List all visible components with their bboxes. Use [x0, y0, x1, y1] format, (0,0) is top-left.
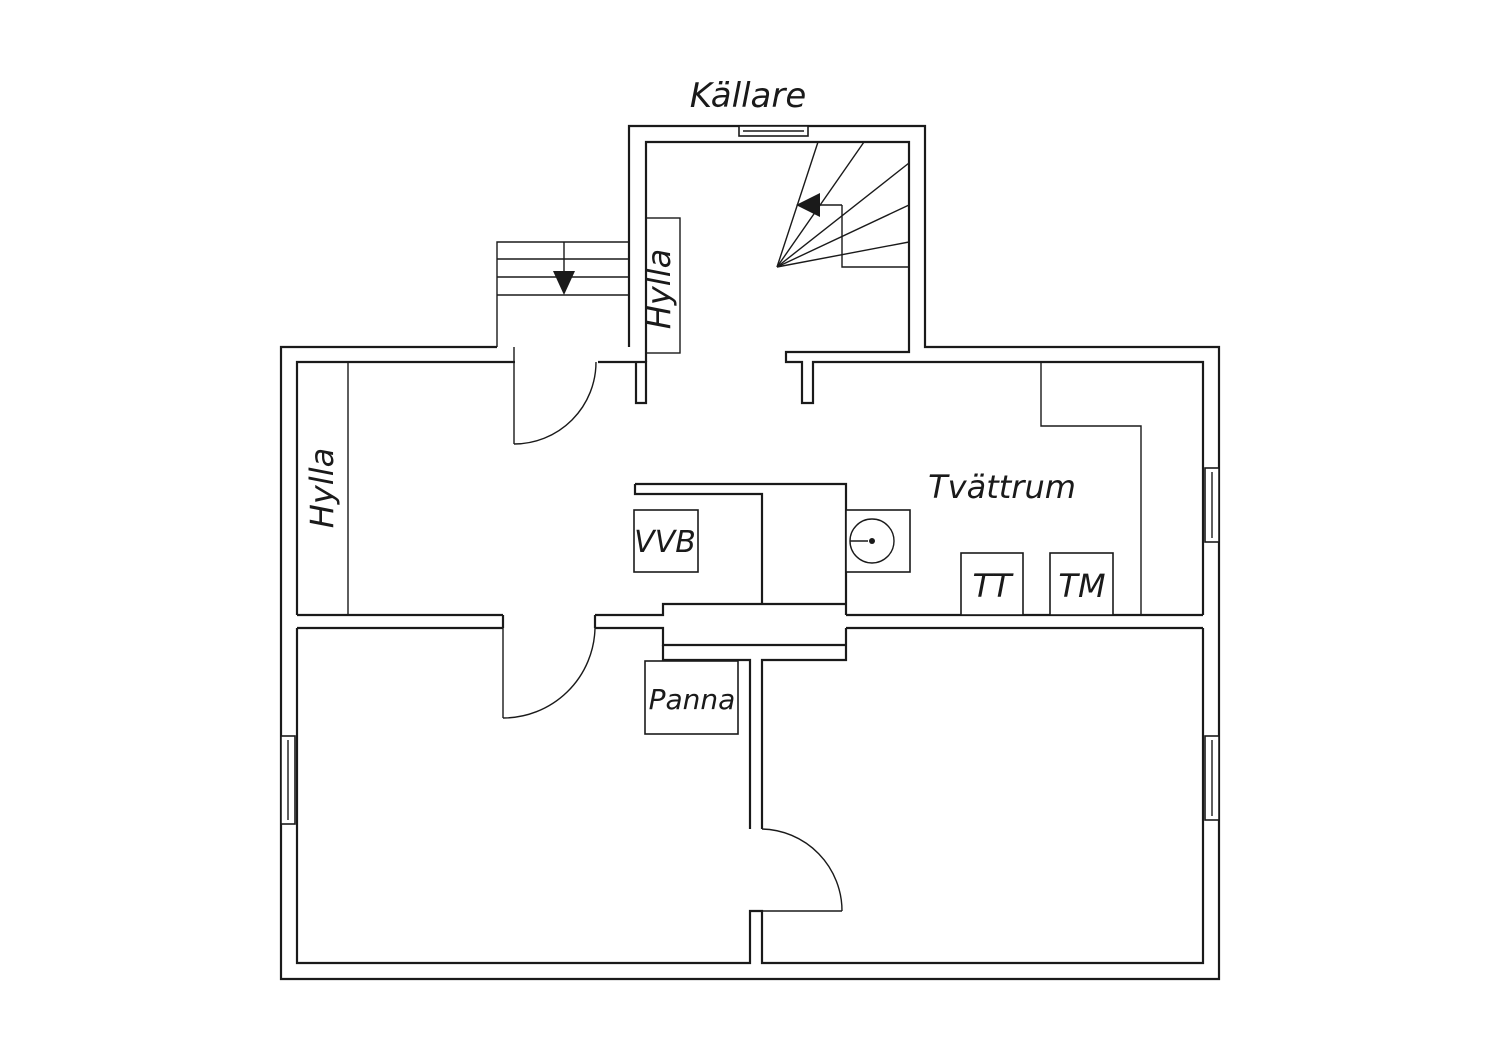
window-icon	[1204, 467, 1220, 543]
window-icon	[280, 735, 296, 825]
arrow-left-icon	[796, 193, 820, 217]
washing-machine-label: TM	[1058, 567, 1105, 605]
water-heater-label: VVB	[634, 525, 696, 560]
door-swing-icon	[502, 627, 596, 719]
shelf-stair-label: Hylla	[640, 249, 678, 329]
boiler-label: Panna	[649, 683, 736, 716]
stair-winding	[776, 141, 910, 268]
stair-straight	[496, 241, 629, 347]
shelf-left-label: Hylla	[303, 448, 341, 528]
window-icon	[738, 125, 809, 137]
washing-machine: TM	[1049, 552, 1114, 616]
shelf-stair: Hylla	[640, 217, 681, 354]
water-heater: VVB	[633, 509, 699, 573]
tumble-dryer-label: TT	[972, 567, 1014, 605]
boiler: Panna	[644, 660, 739, 735]
door-swing-icon	[761, 828, 843, 912]
divider-walls	[297, 602, 1203, 647]
door-swing-icon	[513, 347, 597, 445]
shelf-left: Hylla	[303, 362, 349, 615]
room-label-laundry: Tvättrum	[928, 468, 1076, 506]
laundry-partition	[1040, 362, 1142, 615]
window-icon	[1204, 735, 1220, 821]
sink-icon	[845, 509, 911, 573]
arrow-down-icon	[553, 271, 575, 295]
tumble-dryer: TT	[960, 552, 1024, 616]
plan-title: Källare	[690, 76, 807, 116]
lower-room-walls	[295, 628, 1205, 965]
outer-walls	[279, 124, 1221, 981]
